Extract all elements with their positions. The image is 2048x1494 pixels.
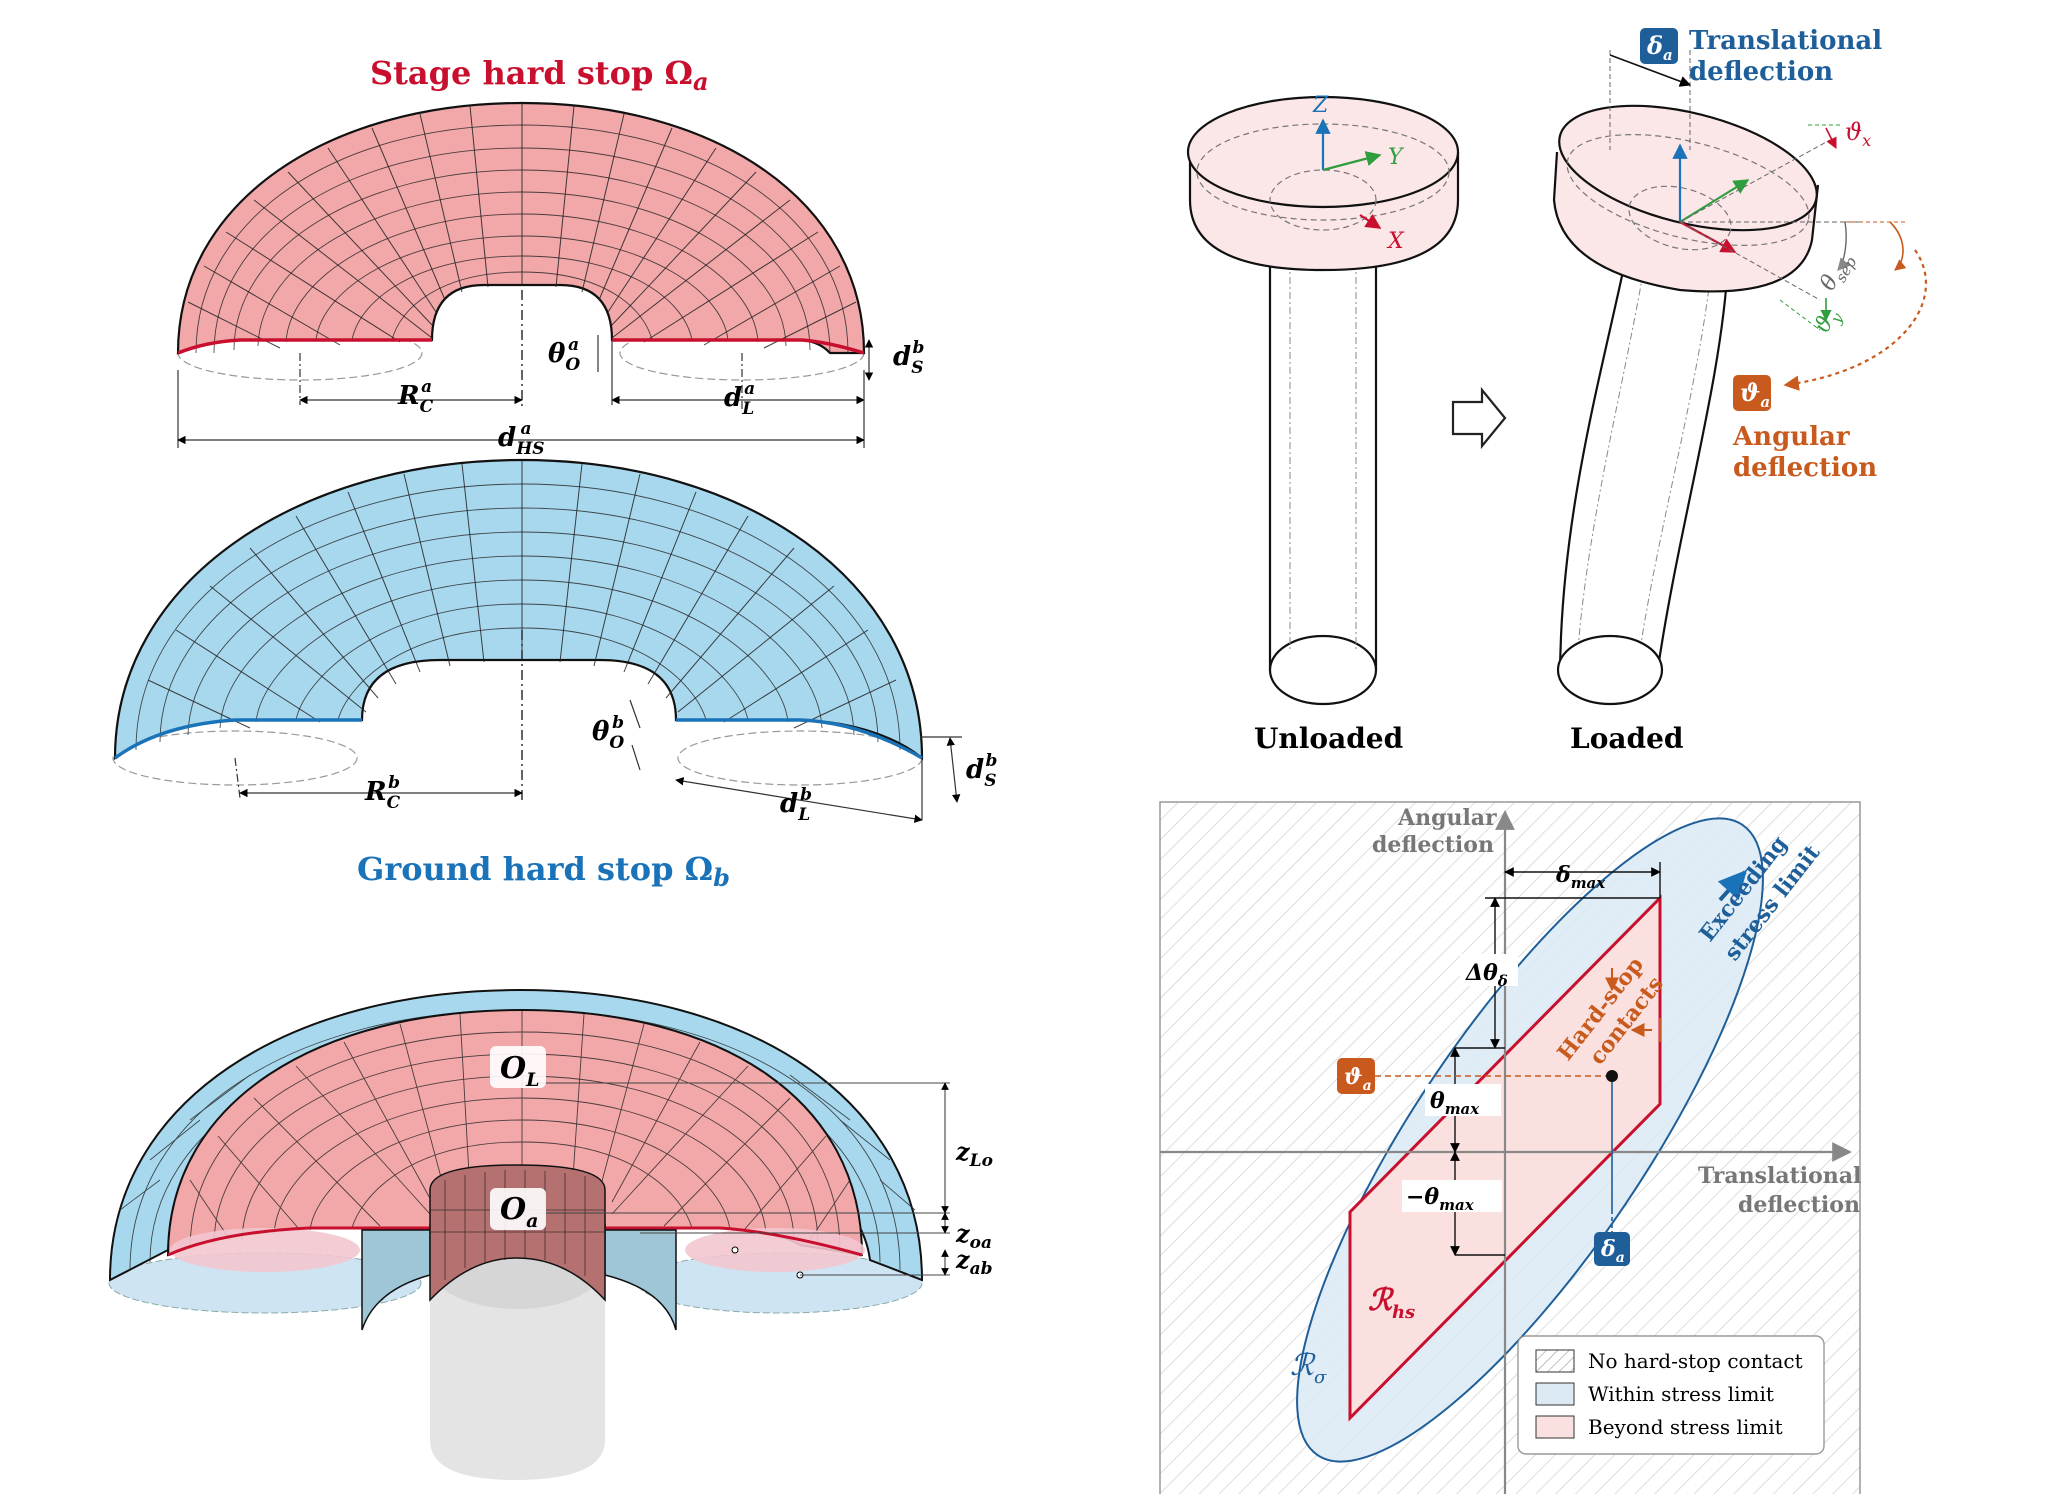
translational-deflection-label: deflection [1689, 57, 1833, 87]
label-z-ab: zab [955, 1245, 993, 1279]
ground-hard-stop-group: Ground hard stop Ωb θOb RCb dLb dSb [112, 458, 997, 892]
transition-arrow-icon [1451, 386, 1507, 450]
label-rc-a: RCa [397, 377, 434, 417]
label-dl-a: dLa [724, 379, 755, 419]
legend: No hard-stop contact Within stress limit… [1517, 1335, 1825, 1455]
region-diagram-group: Angular deflection Translational deflect… [1159, 801, 1861, 1494]
stage-torus-surface [176, 101, 866, 355]
angular-label: Angular [1732, 422, 1850, 452]
x-axis-label-2: deflection [1738, 1192, 1860, 1218]
label-ds-b-top: dSb [893, 338, 924, 378]
label-dhs-a: dHSa [498, 419, 545, 459]
svg-text:ϑa: ϑa [1740, 378, 1770, 411]
label-theta-o-a: θOa [548, 335, 580, 375]
label-z-oa: zoa [955, 1219, 992, 1253]
vartheta-x-label: ϑx [1845, 118, 1871, 150]
delta-max-label: δmax [1555, 862, 1606, 892]
r-hs-label: ℛhs [1368, 1283, 1415, 1323]
svg-text:ϑa: ϑa [1344, 1064, 1372, 1094]
label-ds-b: dSb [966, 751, 997, 791]
y-axis-label-1: Angular [1397, 805, 1497, 831]
translational-label: Translational [1689, 26, 1882, 56]
delta-a-badge [1640, 28, 1678, 64]
label-o-a: Oa [500, 1192, 538, 1232]
label-theta-o-b: θOb [592, 713, 624, 753]
ground-title: Ground hard stop Ωb [357, 850, 730, 892]
label-rc-b: RCb [364, 773, 401, 813]
unloaded-caption: Unloaded [1254, 722, 1403, 755]
axis-z-label: Z [1312, 93, 1329, 118]
y-axis-label-2: deflection [1372, 832, 1494, 858]
label-dl-b: dLb [780, 785, 812, 825]
unloaded-beam: Z Y X [1186, 93, 1460, 706]
label-z-lo: zLo [955, 1137, 993, 1171]
vartheta-a-badge [1733, 375, 1771, 411]
label-o-l: OL [500, 1051, 540, 1091]
svg-text:δa: δa [1646, 31, 1673, 64]
neg-theta-max-label: −θmax [1406, 1184, 1475, 1214]
operating-point-marker [1606, 1070, 1618, 1082]
stage-title: Stage hard stop Ωa [370, 54, 709, 96]
legend-label-2: Beyond stress limit [1588, 1415, 1783, 1439]
theta-max-label: θmax [1430, 1088, 1480, 1118]
legend-swatch-within [1535, 1382, 1575, 1406]
loaded-beam: ϑx ϑy θsep [1552, 50, 1927, 706]
r-sigma-label: ℛσ [1290, 1348, 1327, 1388]
beam-deflection-group: Z Y X [1186, 26, 1927, 755]
legend-label-1: Within stress limit [1588, 1382, 1774, 1406]
axis-y-label: Y [1388, 145, 1405, 170]
loaded-caption: Loaded [1570, 722, 1683, 755]
theta-sep-label: θsep [1816, 248, 1861, 297]
assembly-group: OL Oa zLo zoa zab [108, 988, 993, 1480]
stage-hard-stop-group: Stage hard stop Ωa θOa dSb RCa dLa dHSa [176, 54, 924, 459]
dtheta-label: Δθδ [1465, 960, 1508, 990]
svg-text:δa: δa [1600, 1236, 1625, 1266]
vartheta-a-marker [1337, 1058, 1375, 1094]
legend-swatch-hatch [1535, 1349, 1575, 1373]
legend-swatch-beyond [1535, 1415, 1575, 1439]
axis-x-label: X [1386, 229, 1405, 254]
legend-label-0: No hard-stop contact [1588, 1349, 1803, 1373]
delta-a-marker [1594, 1232, 1630, 1266]
vartheta-y-label: ϑy [1810, 304, 1847, 340]
ground-torus-surface [113, 458, 924, 761]
x-axis-label-1: Translational [1698, 1163, 1861, 1189]
angular-deflection-label: deflection [1733, 453, 1877, 483]
